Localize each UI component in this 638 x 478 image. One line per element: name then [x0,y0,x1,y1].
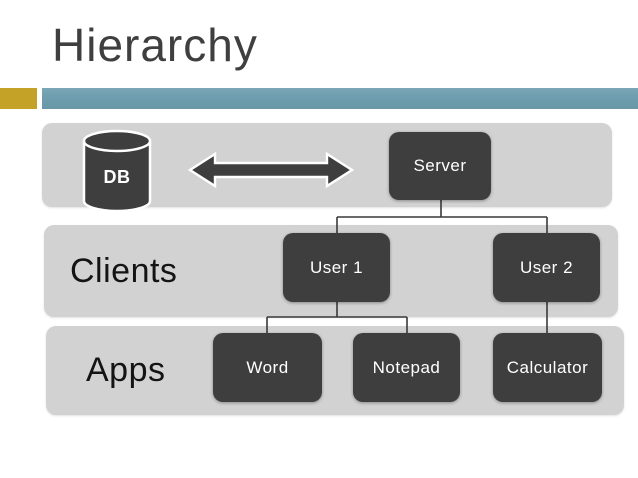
db-label: DB [104,167,131,187]
node-user2: User 2 [493,233,600,302]
node-notepad: Notepad [353,333,460,402]
slide-title: Hierarchy [52,19,258,71]
node-word: Word [213,333,322,402]
user1-to-apps-connector [266,302,408,334]
accent-teal-bar [42,88,638,109]
node-calculator: Calculator [493,333,602,402]
double-arrow-icon [187,151,355,189]
server-to-users-connector [336,200,548,234]
node-user1: User 1 [283,233,390,302]
accent-gold-square [0,88,37,109]
clients-row-label: Clients [70,251,178,290]
database-body [82,141,152,213]
database-top [82,129,152,153]
apps-row-label: Apps [86,351,166,389]
node-server: Server [389,132,491,200]
double-arrow-shape [187,151,355,189]
database-icon: DB [82,129,152,213]
